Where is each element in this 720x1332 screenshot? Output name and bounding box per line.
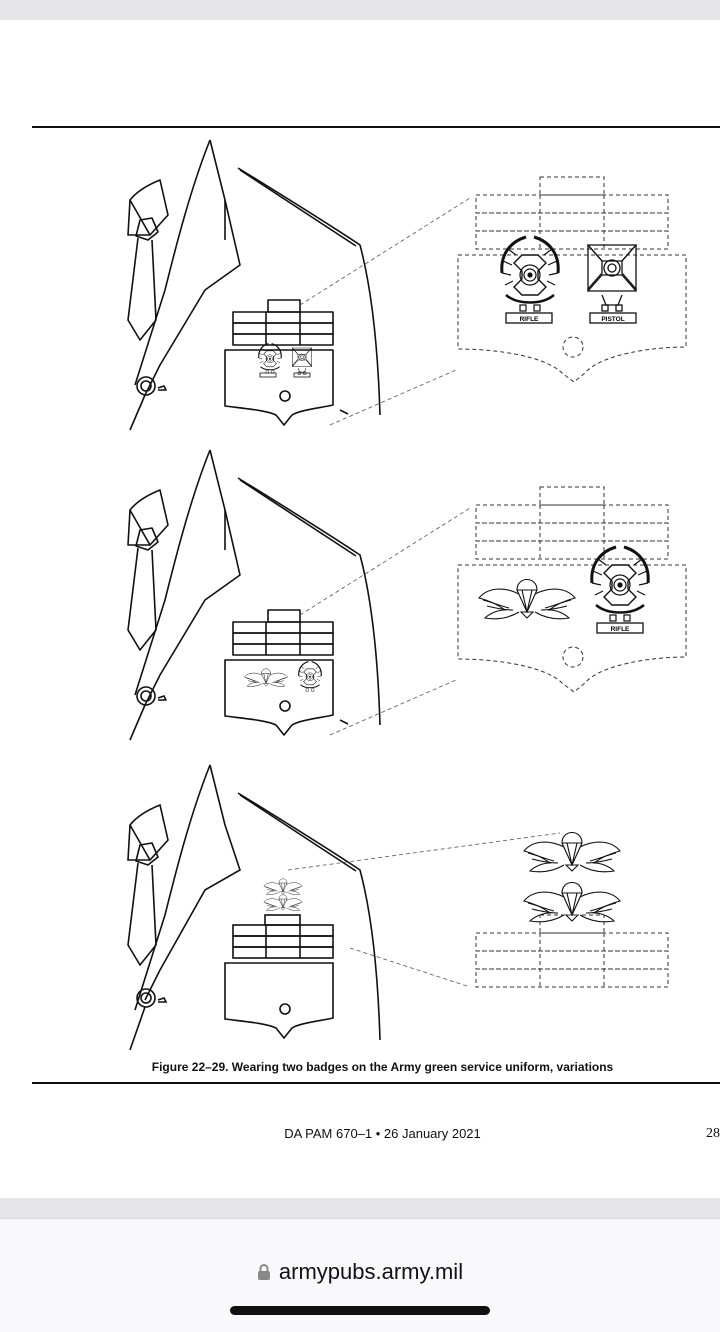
document-page: RIFLE PISTOL RIFLE [0,20,720,1198]
home-indicator[interactable] [230,1306,490,1315]
badge-label-pistol: PISTOL [601,316,624,323]
top-rule [32,126,720,128]
badge-label-rifle: RIFLE [520,316,539,323]
address-bar[interactable]: armypubs.army.mil [0,1259,720,1285]
uniform-figure: RIFLE PISTOL RIFLE [127,139,687,1051]
browser-top-bar [0,0,720,20]
lock-icon [257,1264,270,1280]
panel-3 [127,764,669,1051]
badge-label-rifle-2: RIFLE [611,626,630,633]
browser-bottom-bar: armypubs.army.mil [0,1218,720,1332]
bottom-rule [32,1082,720,1084]
url-text[interactable]: armypubs.army.mil [278,1259,464,1284]
panel-1: RIFLE PISTOL [127,139,687,431]
page-number: 28 [706,1126,720,1141]
document-footer: DA PAM 670–1 • 26 January 2021 [284,1126,481,1141]
page-gap [0,1198,720,1218]
figure-caption: Figure 22–29. Wearing two badges on the … [151,1060,614,1074]
panel-2: RIFLE [127,449,687,741]
